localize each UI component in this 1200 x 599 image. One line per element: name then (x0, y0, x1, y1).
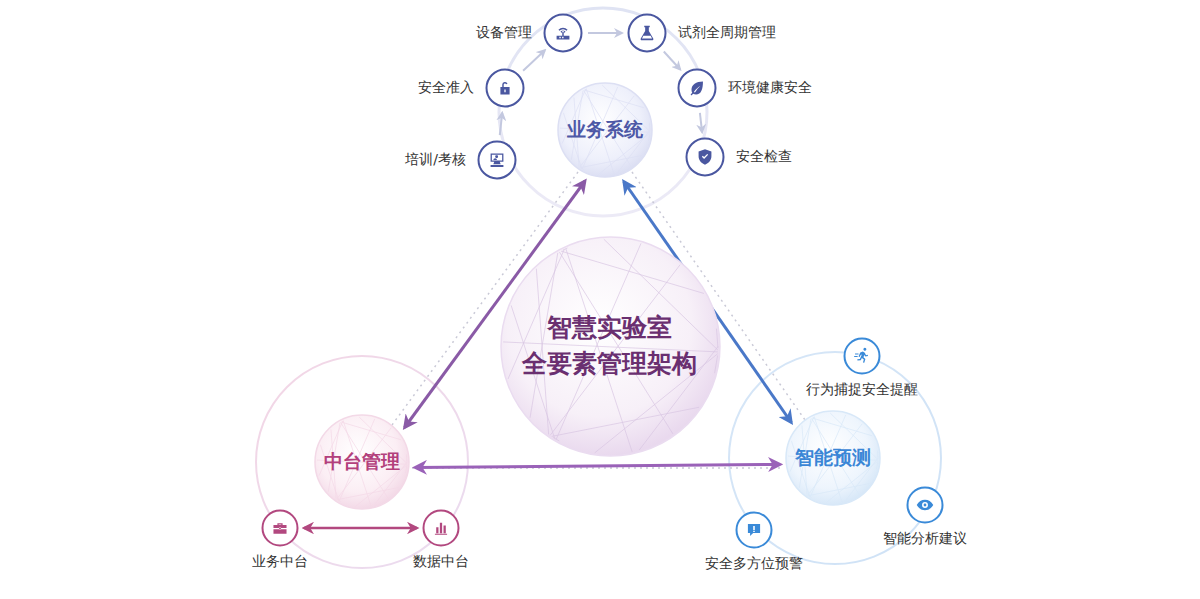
sphere-fill (558, 83, 652, 177)
circle-outline (485, 68, 525, 108)
icon-node: 智能分析建议 (906, 486, 944, 524)
icon-glyph (557, 28, 570, 40)
icon-label: 业务中台 (252, 553, 308, 571)
icon-label: 安全准入 (418, 79, 474, 97)
circle-outline (261, 509, 299, 547)
circle-outline (843, 337, 881, 375)
icon-glyph (691, 82, 703, 96)
icon-circle (424, 511, 459, 546)
sphere-mesh (317, 417, 407, 506)
icon-glyph (699, 149, 712, 165)
icon-glyph (917, 500, 934, 510)
sphere-fill (315, 415, 409, 509)
icon-circle (487, 70, 524, 107)
flow-arrow (304, 527, 417, 530)
icon-node: 试剂全周期管理 (627, 13, 667, 53)
icon-circle (845, 339, 880, 374)
icon-label: 智能分析建议 (883, 530, 967, 548)
flow-arrow (664, 52, 680, 70)
icon-label: 培训/考核 (405, 151, 466, 169)
sphere-mesh (503, 239, 718, 453)
icon-label: 设备管理 (476, 24, 532, 42)
circle-outline (477, 140, 517, 180)
icon-glyph (748, 524, 760, 536)
icon-node: 培训/考核 (477, 140, 517, 180)
circle-outline (906, 486, 944, 524)
flow-arrow (700, 113, 702, 132)
core-title: 智慧实验室 全要素管理架构 (512, 310, 708, 383)
icon-glyph (273, 523, 286, 533)
icon-node: 安全检查 (685, 137, 725, 177)
icon-circle (263, 511, 298, 546)
icon-circle (737, 513, 772, 548)
sphere-fill (786, 411, 880, 505)
hub-title: 业务系统 (567, 117, 643, 143)
flow-arrow (500, 113, 502, 135)
hub-title: 中台管理 (324, 449, 400, 475)
circle-outline (627, 13, 667, 53)
icon-circle (479, 142, 516, 179)
circle-outline (735, 511, 773, 549)
icon-label: 数据中台 (413, 553, 469, 571)
flow-arrow (415, 464, 780, 467)
icon-label: 环境健康安全 (728, 79, 812, 97)
icon-node: 设备管理 (543, 13, 583, 53)
sphere-mesh (788, 413, 878, 502)
hub-sphere: 智能预测 (785, 410, 881, 506)
icon-label: 安全多方位预警 (705, 555, 803, 573)
circle-outline (685, 137, 725, 177)
core-sphere: 智慧实验室 全要素管理架构 (500, 236, 721, 457)
hub-sphere: 业务系统 (557, 82, 653, 178)
icon-circle (908, 488, 943, 523)
icon-glyph (500, 82, 509, 94)
hub-title: 智能预测 (795, 445, 871, 471)
icon-label: 安全检查 (736, 148, 792, 166)
flow-arrow (523, 50, 545, 71)
sphere-fill (500, 236, 719, 455)
circle-outline (422, 509, 460, 547)
icon-circle (679, 70, 716, 107)
icon-node: 安全多方位预警 (735, 511, 773, 549)
icon-circle (629, 15, 666, 52)
circle-outline (543, 13, 583, 53)
icon-glyph (435, 523, 447, 535)
icon-glyph (491, 154, 504, 167)
icon-node: 环境健康安全 (677, 68, 717, 108)
hub-sphere: 中台管理 (314, 414, 410, 510)
icon-node: 业务中台 (261, 509, 299, 547)
sphere-mesh (560, 85, 650, 174)
circle-outline (677, 68, 717, 108)
circle-outline (500, 236, 721, 457)
icon-circle (545, 15, 582, 52)
icon-label: 试剂全周期管理 (678, 24, 776, 42)
orbit-ring (256, 356, 468, 568)
icon-glyph (641, 26, 654, 41)
icon-circle (687, 139, 724, 176)
icon-node: 行为捕捉安全提醒 (843, 337, 881, 375)
icon-label: 行为捕捉安全提醒 (806, 381, 918, 399)
flow-arrow (588, 32, 622, 34)
icon-node: 安全准入 (485, 68, 525, 108)
icon-node: 数据中台 (422, 509, 460, 547)
icon-glyph (854, 348, 868, 363)
